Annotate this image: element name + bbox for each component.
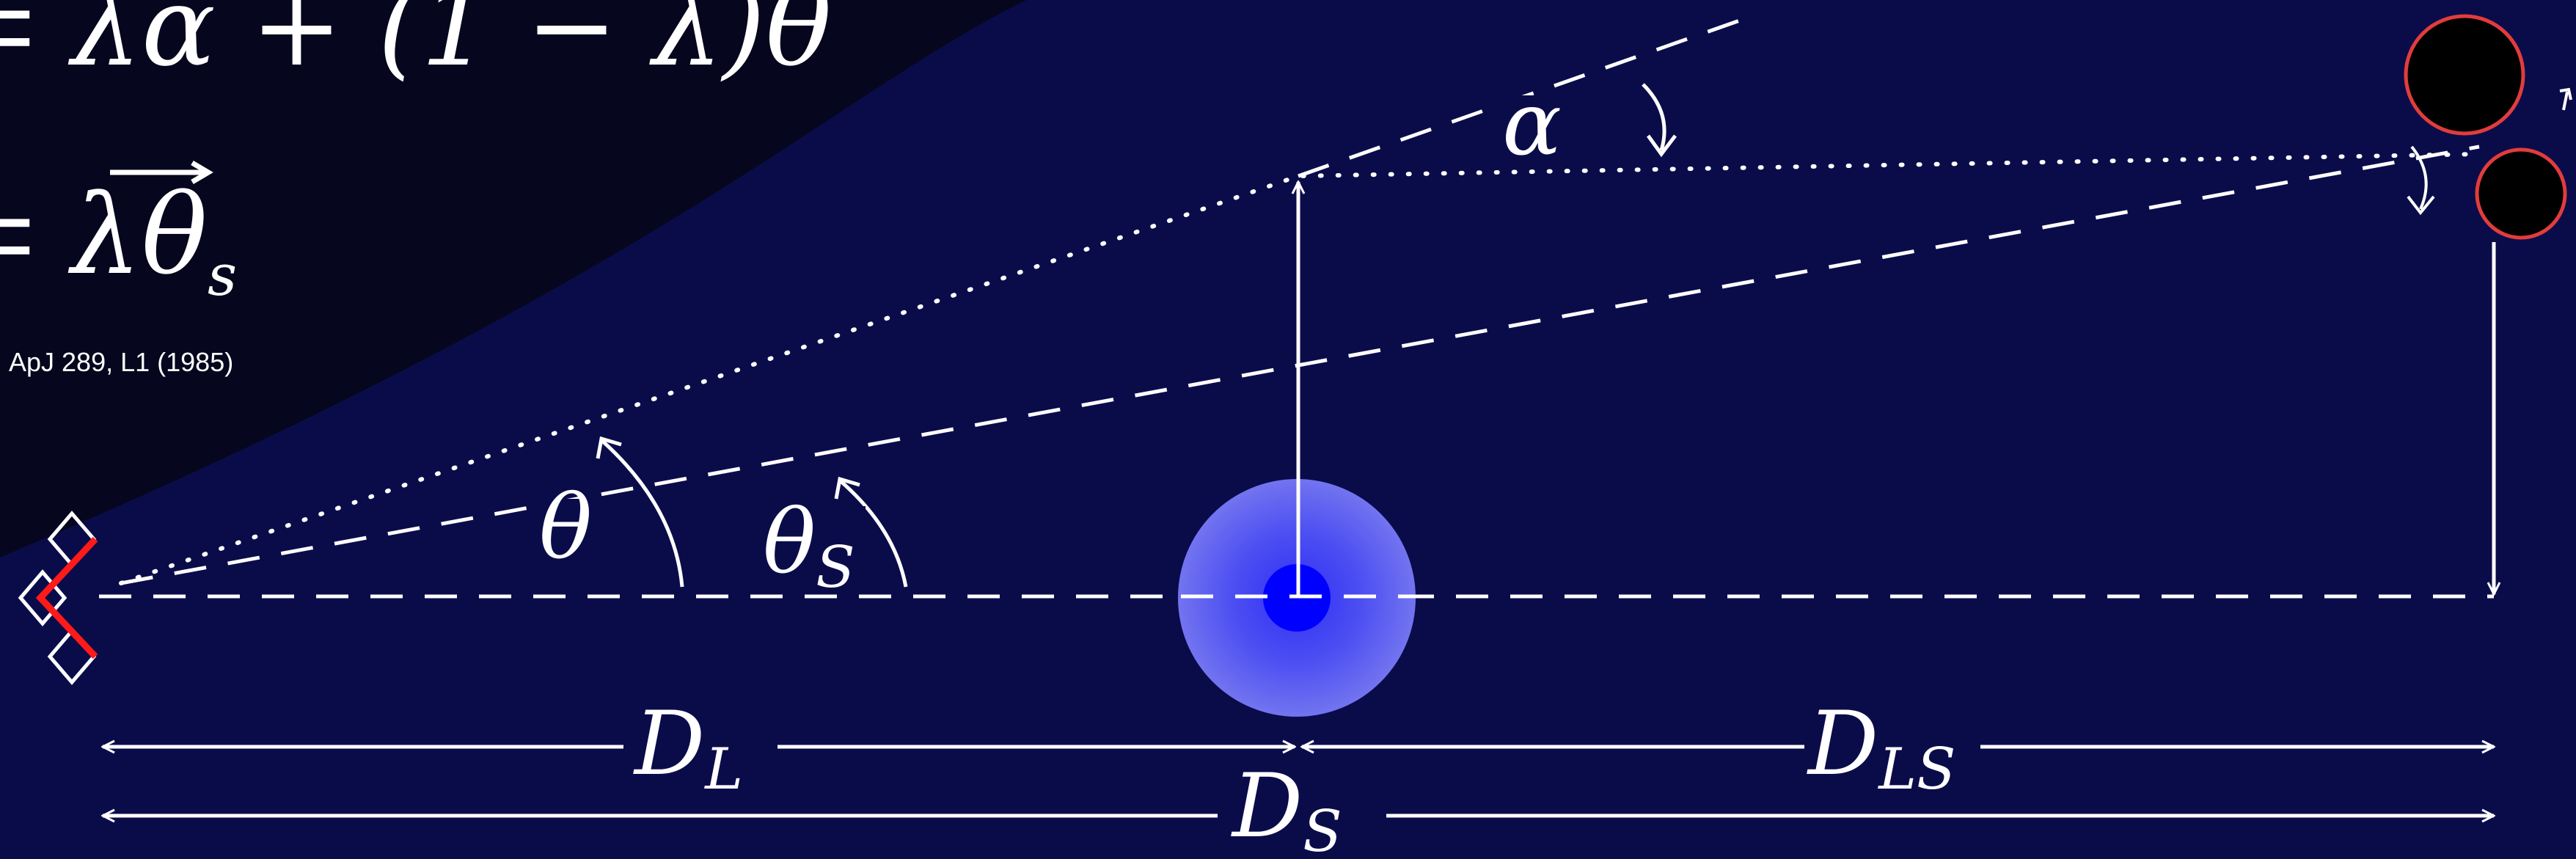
vector-arrow-icon (110, 160, 213, 185)
theta-label-bg (534, 499, 615, 569)
source-image-icon (2404, 14, 2567, 240)
svg-text:=λα + (1 − λ)θ: =λα + (1 − λ)θ (0, 0, 832, 91)
alpha-arc-head (1646, 134, 1677, 158)
svg-text:=λθs: =λθs (0, 172, 237, 309)
observer-telescope-icon (18, 511, 98, 685)
theta-arc (600, 439, 684, 588)
alpha-label: α (1502, 73, 1562, 175)
source-arc-head (2407, 195, 2435, 216)
vector-equation: =λθs (0, 160, 237, 309)
d-s-label: DS (1231, 756, 1342, 859)
svg-text:θS: θS (763, 491, 855, 601)
theta-s-arc-head (834, 476, 860, 500)
lens-equation: =λα + (1 − λ)θ (0, 0, 832, 91)
citation: ApJ 289, L1 (1985) (9, 347, 233, 377)
theta-label: θ (539, 477, 592, 579)
theta-s-label: θS (763, 491, 866, 601)
theta-s-arc (838, 479, 908, 588)
image-arrow-icon (2559, 87, 2572, 111)
alpha-label-bg (1496, 95, 1577, 165)
d-ls-label: DLS (1807, 693, 1955, 803)
theta-arc-head (596, 436, 622, 459)
alpha-arc (1642, 83, 1666, 151)
background-shadow (0, 0, 1027, 558)
d-l-label: DL (633, 693, 743, 803)
source-arc (2410, 145, 2428, 210)
